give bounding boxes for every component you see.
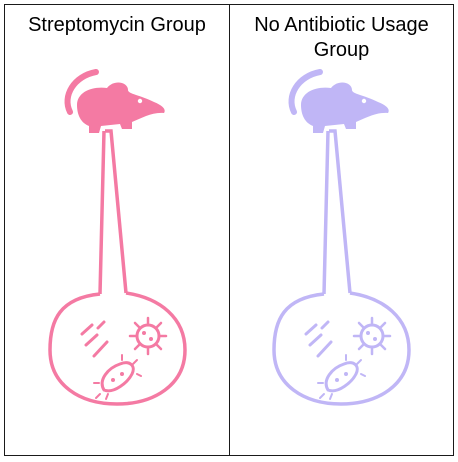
bacteria-rod-icon <box>80 320 109 358</box>
panel-title: No Antibiotic Usage Group <box>254 14 429 61</box>
bacteria-cell-icon <box>317 354 366 400</box>
bacteria-rod-icon <box>304 320 333 358</box>
panel-no-antibiotic-group: No Antibiotic Usage Group <box>229 4 454 456</box>
mouse-icon <box>288 69 389 133</box>
mouse-icon <box>64 69 165 133</box>
panel-title: Streptomycin Group <box>28 14 206 36</box>
bacteria-cell-icon <box>93 354 142 400</box>
magnifier-icon <box>48 129 187 406</box>
panel-streptomycin-group: Streptomycin Group <box>4 4 230 456</box>
group-right-art <box>272 69 411 406</box>
virus-icon <box>352 316 392 356</box>
group-left-art <box>48 69 187 406</box>
virus-icon <box>128 316 168 356</box>
magnifier-icon <box>272 129 411 406</box>
